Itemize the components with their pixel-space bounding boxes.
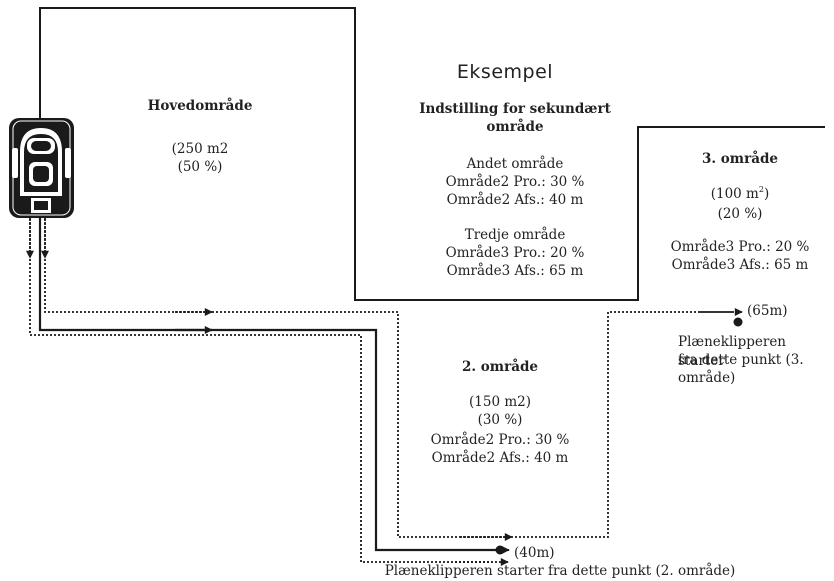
start-point-area2-distance: (40m) <box>514 545 555 561</box>
start-point-area2 <box>495 545 505 555</box>
start-point-area3-caption-line1: Plæneklipperen starter <box>678 334 786 369</box>
guide-path-area3 <box>44 215 733 538</box>
main-area-name: Hovedområde <box>147 98 253 114</box>
second-area-pro: Område2 Pro.: 30 % <box>445 174 585 190</box>
area3-size: (100 m2) <box>710 185 770 202</box>
start-point-area3-caption-line2: fra dette punkt (3. <box>678 352 804 368</box>
area3-percent: (20 %) <box>717 206 763 222</box>
second-area-dist: Område2 Afs.: 40 m <box>446 192 584 208</box>
settings-heading-line2: område <box>486 119 544 135</box>
area3-name: 3. område <box>702 151 778 167</box>
third-area-dist: Område3 Afs.: 65 m <box>446 263 584 279</box>
area3-pro: Område3 Pro.: 20 % <box>670 239 810 255</box>
second-area-name: Andet område <box>466 156 564 172</box>
third-area-pro: Område3 Pro.: 20 % <box>445 245 585 261</box>
guide-path-area2 <box>29 215 492 563</box>
area2-dist: Område2 Afs.: 40 m <box>431 450 569 466</box>
start-point-area3-distance: (65m) <box>747 303 788 319</box>
settings-heading-line1: Indstilling for sekundært <box>419 101 611 117</box>
main-area-percent: (50 %) <box>177 159 223 175</box>
area2-pro: Område2 Pro.: 30 % <box>430 432 570 448</box>
main-area-size: (250 m2 <box>171 141 229 157</box>
boundary-wire-solid <box>38 215 500 552</box>
robot-mower-icon <box>9 118 74 218</box>
diagram-title: Eksempel <box>456 61 554 83</box>
area3-dist: Område3 Afs.: 65 m <box>671 257 809 273</box>
area2-percent: (30 %) <box>477 412 523 428</box>
start-point-area3 <box>733 317 743 327</box>
third-area-name: Tredje område <box>464 227 566 243</box>
start-point-area3-caption-line3: område) <box>678 370 736 386</box>
start-point-area2-caption: Plæneklipperen starter fra dette punkt (… <box>384 563 736 579</box>
area2-size: (150 m2) <box>469 394 531 410</box>
lawn-boundary <box>39 7 825 301</box>
area2-name: 2. område <box>462 359 538 375</box>
